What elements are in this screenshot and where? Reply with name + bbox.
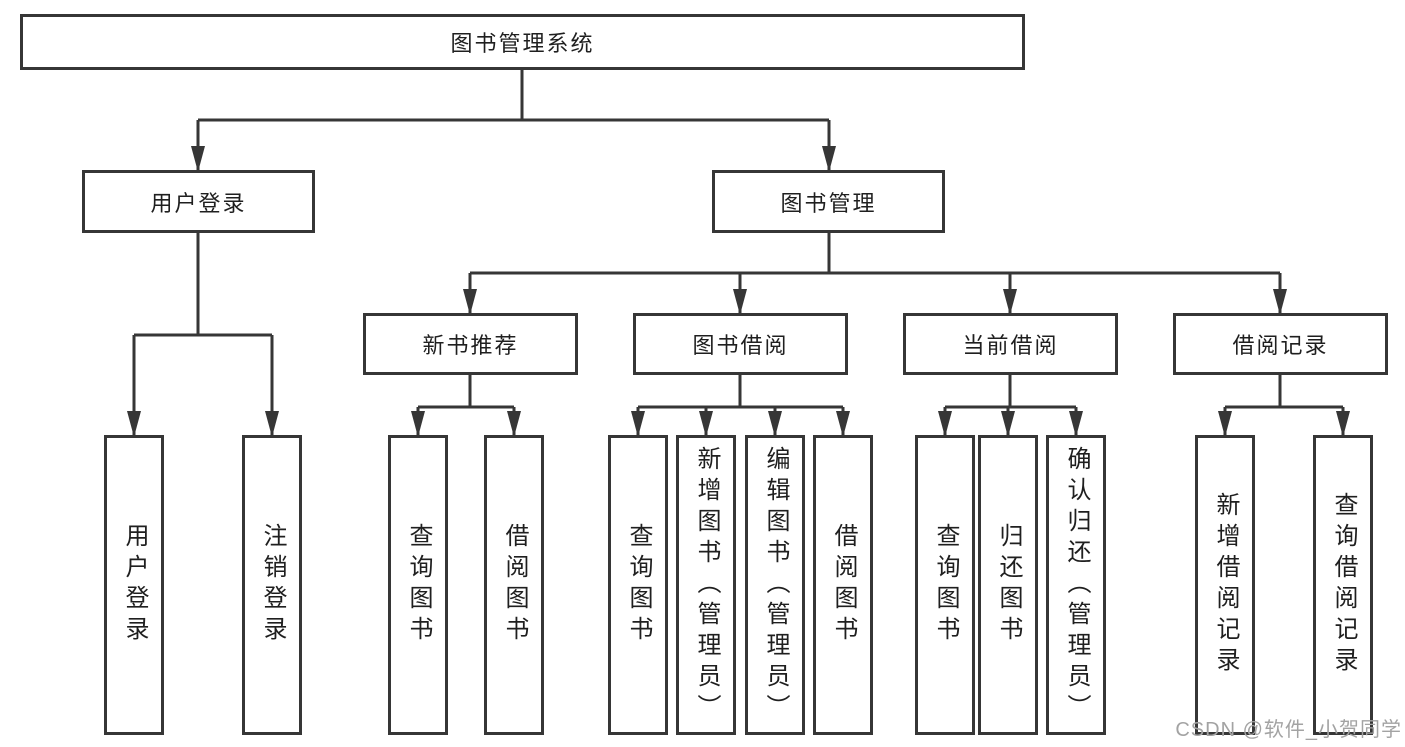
arrowhead-icon xyxy=(733,289,747,315)
leaf-user-login: 用户登录 xyxy=(104,435,164,735)
node-user-login-label: 用户登录 xyxy=(150,190,247,216)
leaf-query-books-borrowing-label: 查询图书 xyxy=(625,523,652,647)
leaf-borrow-books-borrowing-label: 借阅图书 xyxy=(830,523,857,647)
leaf-return-books-label: 归还图书 xyxy=(995,523,1022,647)
leaf-borrow-books-borrowing: 借阅图书 xyxy=(813,435,873,735)
leaf-add-books-admin: 新增图书（管理员） xyxy=(676,435,736,735)
leaf-logout: 注销登录 xyxy=(242,435,302,735)
node-borrowing-records: 借阅记录 xyxy=(1173,313,1388,375)
arrowhead-icon xyxy=(265,411,279,437)
connector-current-to-leaves xyxy=(943,375,1078,437)
leaf-add-books-admin-label: 新增图书（管理员） xyxy=(693,445,720,725)
arrowhead-icon xyxy=(631,411,645,437)
connector-root-to-level2 xyxy=(196,70,831,172)
node-new-book-recommend: 新书推荐 xyxy=(363,313,578,375)
arrowhead-icon xyxy=(191,146,205,172)
arrowhead-icon xyxy=(411,411,425,437)
leaf-query-books-current: 查询图书 xyxy=(915,435,975,735)
leaf-confirm-return-admin-label: 确认归还（管理员） xyxy=(1063,445,1090,725)
node-root: 图书管理系统 xyxy=(20,14,1025,70)
leaf-confirm-return-admin: 确认归还（管理员） xyxy=(1046,435,1106,735)
leaf-query-borrow-record-label: 查询借阅记录 xyxy=(1330,492,1357,678)
leaf-query-books-current-label: 查询图书 xyxy=(932,523,959,647)
arrowhead-icon xyxy=(127,411,141,437)
node-current-borrowing-label: 当前借阅 xyxy=(962,333,1059,358)
connector-userlogin-to-leaves xyxy=(132,233,274,437)
arrowhead-icon xyxy=(1003,289,1017,315)
node-borrowing-records-label: 借阅记录 xyxy=(1232,333,1329,358)
leaf-query-borrow-record: 查询借阅记录 xyxy=(1313,435,1373,735)
arrowhead-icon xyxy=(1273,289,1287,315)
arrowhead-icon xyxy=(938,411,952,437)
leaf-query-books-borrowing: 查询图书 xyxy=(608,435,668,735)
leaf-edit-books-admin: 编辑图书（管理员） xyxy=(745,435,805,735)
connector-borrowing-to-leaves xyxy=(636,375,845,437)
leaf-edit-books-admin-label: 编辑图书（管理员） xyxy=(762,445,789,725)
leaf-query-books-recommend: 查询图书 xyxy=(388,435,448,735)
node-book-borrowing-label: 图书借阅 xyxy=(692,333,789,358)
leaf-user-login-label: 用户登录 xyxy=(121,523,148,647)
leaf-query-books-recommend-label: 查询图书 xyxy=(405,523,432,647)
leaf-borrow-books-recommend: 借阅图书 xyxy=(484,435,544,735)
arrowhead-icon xyxy=(768,411,782,437)
arrowhead-icon xyxy=(822,146,836,172)
connector-bookmgmt-to-level3 xyxy=(468,233,1282,315)
arrowhead-icon xyxy=(1001,411,1015,437)
arrowhead-icon xyxy=(1069,411,1083,437)
node-book-borrowing: 图书借阅 xyxy=(633,313,848,375)
arrowhead-icon xyxy=(836,411,850,437)
arrowhead-icon xyxy=(1336,411,1350,437)
node-root-label: 图书管理系统 xyxy=(450,31,595,56)
leaf-borrow-books-recommend-label: 借阅图书 xyxy=(501,523,528,647)
arrowhead-icon xyxy=(1218,411,1232,437)
node-book-management: 图书管理 xyxy=(712,170,945,233)
leaf-logout-label: 注销登录 xyxy=(259,523,286,647)
node-new-book-recommend-label: 新书推荐 xyxy=(422,333,519,358)
node-book-management-label: 图书管理 xyxy=(780,190,877,216)
connector-newbooks-to-leaves xyxy=(416,375,516,437)
arrowhead-icon xyxy=(699,411,713,437)
connector-records-to-leaves xyxy=(1223,375,1345,437)
arrowhead-icon xyxy=(463,289,477,315)
arrowhead-icon xyxy=(507,411,521,437)
leaf-add-borrow-record-label: 新增借阅记录 xyxy=(1212,492,1239,678)
leaf-return-books: 归还图书 xyxy=(978,435,1038,735)
node-current-borrowing: 当前借阅 xyxy=(903,313,1118,375)
leaf-add-borrow-record: 新增借阅记录 xyxy=(1195,435,1255,735)
node-user-login: 用户登录 xyxy=(82,170,315,233)
